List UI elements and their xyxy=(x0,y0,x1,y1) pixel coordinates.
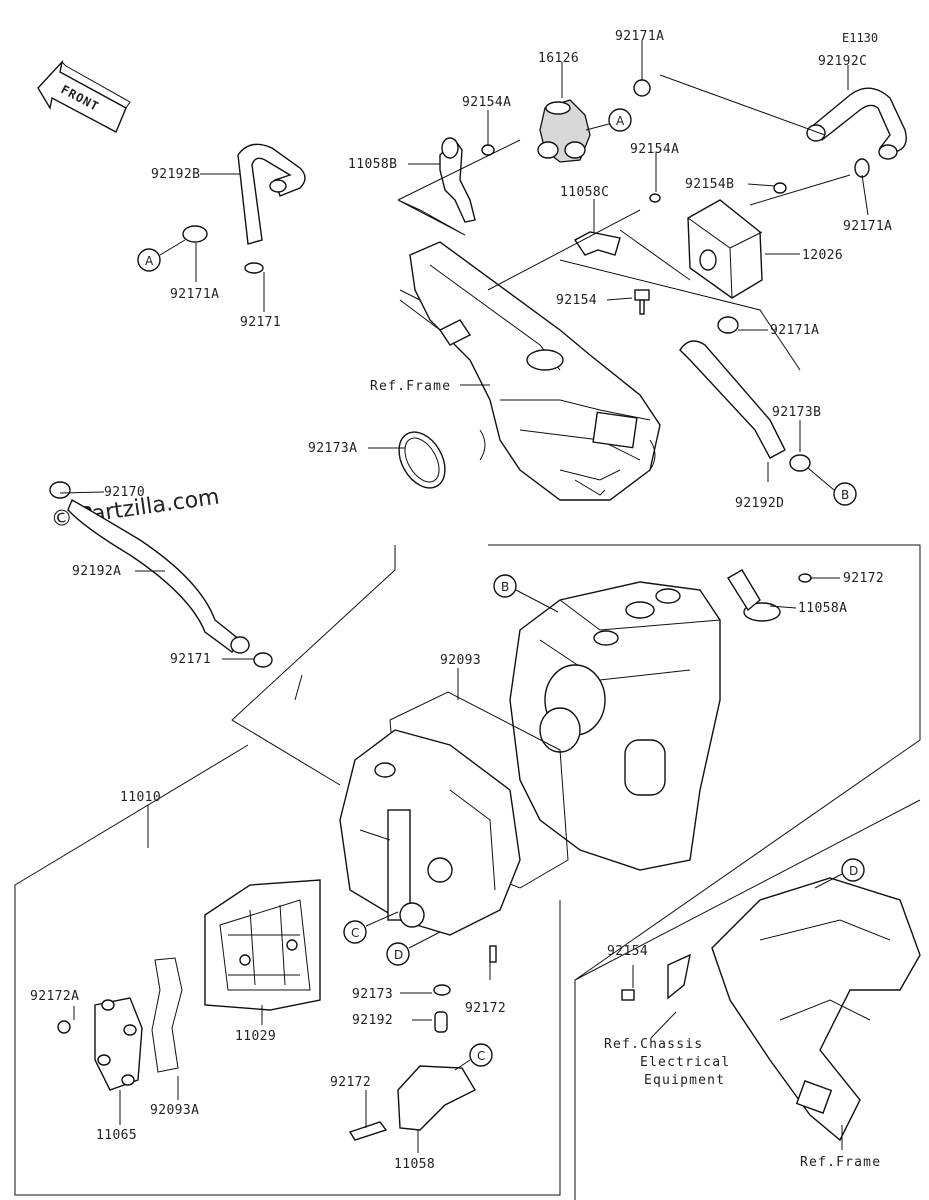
canister-12026-drawing xyxy=(649,182,787,299)
part-label-11058c: 11058C xyxy=(560,185,609,200)
section-outlines xyxy=(14,74,921,1200)
part-label-12026: 12026 xyxy=(802,248,843,263)
svg-text:D: D xyxy=(849,864,858,878)
hose-92192a-drawing xyxy=(49,481,273,668)
part-label-92154-c: 92154 xyxy=(556,293,597,308)
part-label-11065: 11065 xyxy=(96,1128,137,1143)
bracket-11058-drawing xyxy=(348,1065,476,1141)
part-label-92192a: 92192A xyxy=(72,564,121,579)
part-label-92192b: 92192B xyxy=(151,167,200,182)
plate-11065-drawing xyxy=(57,957,183,1091)
clamp-92173a-drawing xyxy=(398,431,446,489)
ref-frame-top: Ref.Frame xyxy=(370,379,451,394)
part-label-92172-m: 92172 xyxy=(465,1001,506,1016)
svg-text:C: C xyxy=(351,926,359,940)
ref-frame-bottom: Ref.Frame xyxy=(800,1155,881,1170)
ref-chassis-line1: Ref.Chassis xyxy=(604,1037,703,1052)
frame-bracket-drawing xyxy=(399,241,661,501)
part-label-11010: 11010 xyxy=(120,790,161,805)
part-label-92093: 92093 xyxy=(440,653,481,668)
part-label-92154a-1: 92154A xyxy=(462,95,511,110)
svg-text:A: A xyxy=(145,254,154,268)
part-label-92173b: 92173B xyxy=(772,405,821,420)
callout-b-right: B xyxy=(807,467,857,506)
svg-text:D: D xyxy=(394,948,403,962)
part-label-92192: 92192 xyxy=(352,1013,393,1028)
part-label-92173a: 92173A xyxy=(308,441,357,456)
callout-d-frame: D xyxy=(814,858,865,889)
hose-92192b-drawing xyxy=(182,143,306,274)
ref-chassis-line3: Equipment xyxy=(644,1073,725,1088)
part-label-92171-l: 92171 xyxy=(240,315,281,330)
svg-text:B: B xyxy=(841,488,849,502)
part-label-92171a-top: 92171A xyxy=(615,29,664,44)
part-label-92172-r: 92172 xyxy=(843,571,884,586)
callout-d-cover: D xyxy=(386,931,441,966)
hose-92192d-drawing xyxy=(679,316,811,472)
svg-text:B: B xyxy=(501,580,509,594)
svg-text:A: A xyxy=(616,114,625,128)
part-label-92171a-m: 92171A xyxy=(770,323,819,338)
part-label-92171a-r: 92171A xyxy=(843,219,892,234)
bolt-92154-drawing xyxy=(634,289,650,315)
part-label-92154-r: 92154 xyxy=(607,944,648,959)
callout-c-cover: C xyxy=(343,911,399,944)
callout-b-housing: B xyxy=(493,574,559,613)
hose-92192c-drawing xyxy=(806,87,907,178)
ref-chassis-line2: Electrical xyxy=(640,1055,730,1070)
part-label-92172-b: 92172 xyxy=(330,1075,371,1090)
part-label-92192d: 92192D xyxy=(735,496,784,511)
air-cleaner-cover-drawing xyxy=(339,729,521,936)
part-label-16126: 16126 xyxy=(538,51,579,66)
leader-lines xyxy=(59,40,869,1153)
part-label-92171a-l: 92171A xyxy=(170,287,219,302)
part-label-92171-b: 92171 xyxy=(170,652,211,667)
figure-code: E1130 xyxy=(842,31,878,45)
callout-c-bracket: C xyxy=(454,1043,493,1071)
part-label-92154a-2: 92154A xyxy=(630,142,679,157)
part-label-92154b: 92154B xyxy=(685,177,734,192)
callout-a-left: A xyxy=(137,239,186,272)
part-label-92170: 92170 xyxy=(104,485,145,500)
filter-11029-drawing xyxy=(204,879,321,1011)
part-label-11029: 11029 xyxy=(235,1029,276,1044)
part-label-92173: 92173 xyxy=(352,987,393,1002)
part-label-11058b: 11058B xyxy=(348,157,397,172)
part-label-92192c: 92192C xyxy=(818,54,867,69)
part-label-11058: 11058 xyxy=(394,1157,435,1172)
part-label-11058a: 11058A xyxy=(798,601,847,616)
svg-text:C: C xyxy=(477,1049,485,1063)
air-cleaner-housing-drawing xyxy=(509,569,812,871)
bracket-11058b-drawing xyxy=(439,137,495,223)
part-label-92172a: 92172A xyxy=(30,989,79,1004)
bracket-11058c-drawing xyxy=(573,231,621,256)
front-arrow-icon: FRONT xyxy=(37,59,131,133)
lower-frame-drawing xyxy=(621,877,921,1142)
small-parts-drawing xyxy=(433,945,497,1033)
part-label-92093a: 92093A xyxy=(150,1103,199,1118)
callout-a-top: A xyxy=(585,108,632,132)
